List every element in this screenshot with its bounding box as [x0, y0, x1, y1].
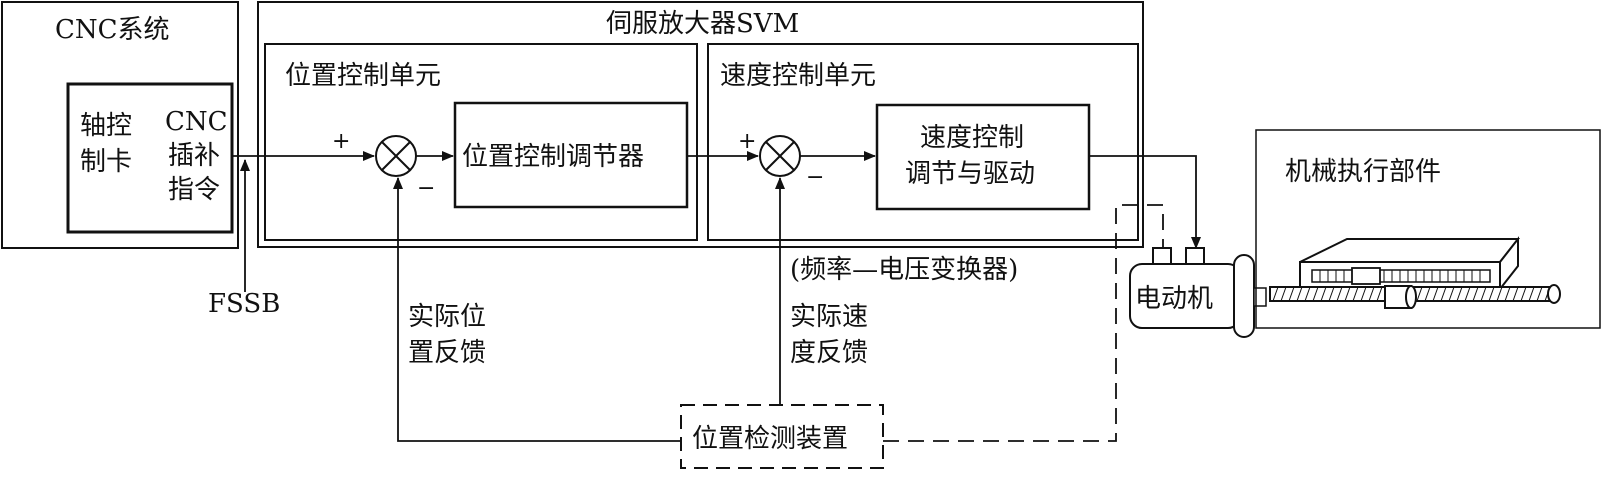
interp-label-line1: CNC [165, 107, 228, 137]
position-control-unit: 位置控制单元 + − 位置控制调节器 [264, 43, 698, 241]
speed-regulator-box [875, 103, 1091, 211]
cnc-system-title: CNC系统 [55, 15, 170, 45]
position-unit-title: 位置控制单元 [285, 61, 441, 91]
axis-card-label-line1: 轴控 [80, 111, 132, 141]
mechanical-actuator-title: 机械执行部件 [1285, 157, 1441, 187]
interp-label-line3: 指令 [168, 175, 220, 205]
position-regulator-label: 位置控制调节器 [462, 142, 644, 172]
servo-amplifier-block: 伺服放大器SVM [257, 1, 1144, 248]
mechanical-actuator-block: 机械执行部件 [1255, 129, 1601, 329]
fv-converter-label: (频率—电压变换器) [790, 255, 1018, 285]
speed-summing-junction [759, 135, 801, 177]
speed-plus-sign: + [738, 129, 756, 154]
position-feedback-label-line1: 实际位 [408, 302, 486, 332]
position-detector-label: 位置检测装置 [692, 424, 848, 454]
axis-card-label-line2: 制卡 [80, 147, 132, 177]
signal-lines [232, 151, 1201, 442]
speed-unit-title: 速度控制单元 [720, 61, 876, 91]
position-plus-sign: + [332, 129, 350, 154]
interp-label-line2: 插补 [168, 141, 220, 171]
fssb-label: FSSB [208, 289, 280, 319]
cnc-system-block: CNC系统 轴控 制卡 CNC 插补 指令 [1, 1, 239, 249]
speed-regulator-label-line1: 速度控制 [920, 123, 1024, 153]
motor-label: 电动机 [1135, 284, 1213, 314]
position-feedback-label-line2: 置反馈 [408, 338, 486, 368]
position-summing-junction [375, 135, 417, 177]
speed-regulator-label-line2: 调节与驱动 [905, 159, 1035, 189]
encoder-dashed-line [883, 204, 1164, 442]
speed-feedback-label-line1: 实际速 [790, 302, 868, 332]
speed-feedback-label-line2: 度反馈 [790, 338, 868, 368]
motor: 电动机 [1129, 247, 1267, 338]
position-regulator-box [453, 101, 689, 209]
position-detector: 位置检测装置 [680, 404, 884, 469]
position-minus-sign: − [417, 176, 435, 201]
speed-minus-sign: − [806, 165, 824, 190]
axis-control-card [66, 82, 234, 234]
speed-control-unit: 速度控制单元 + − 速度控制 调节与驱动 [707, 43, 1139, 241]
lead-screw-table-icon [1269, 236, 1561, 309]
servo-amplifier-title: 伺服放大器SVM [606, 9, 799, 39]
